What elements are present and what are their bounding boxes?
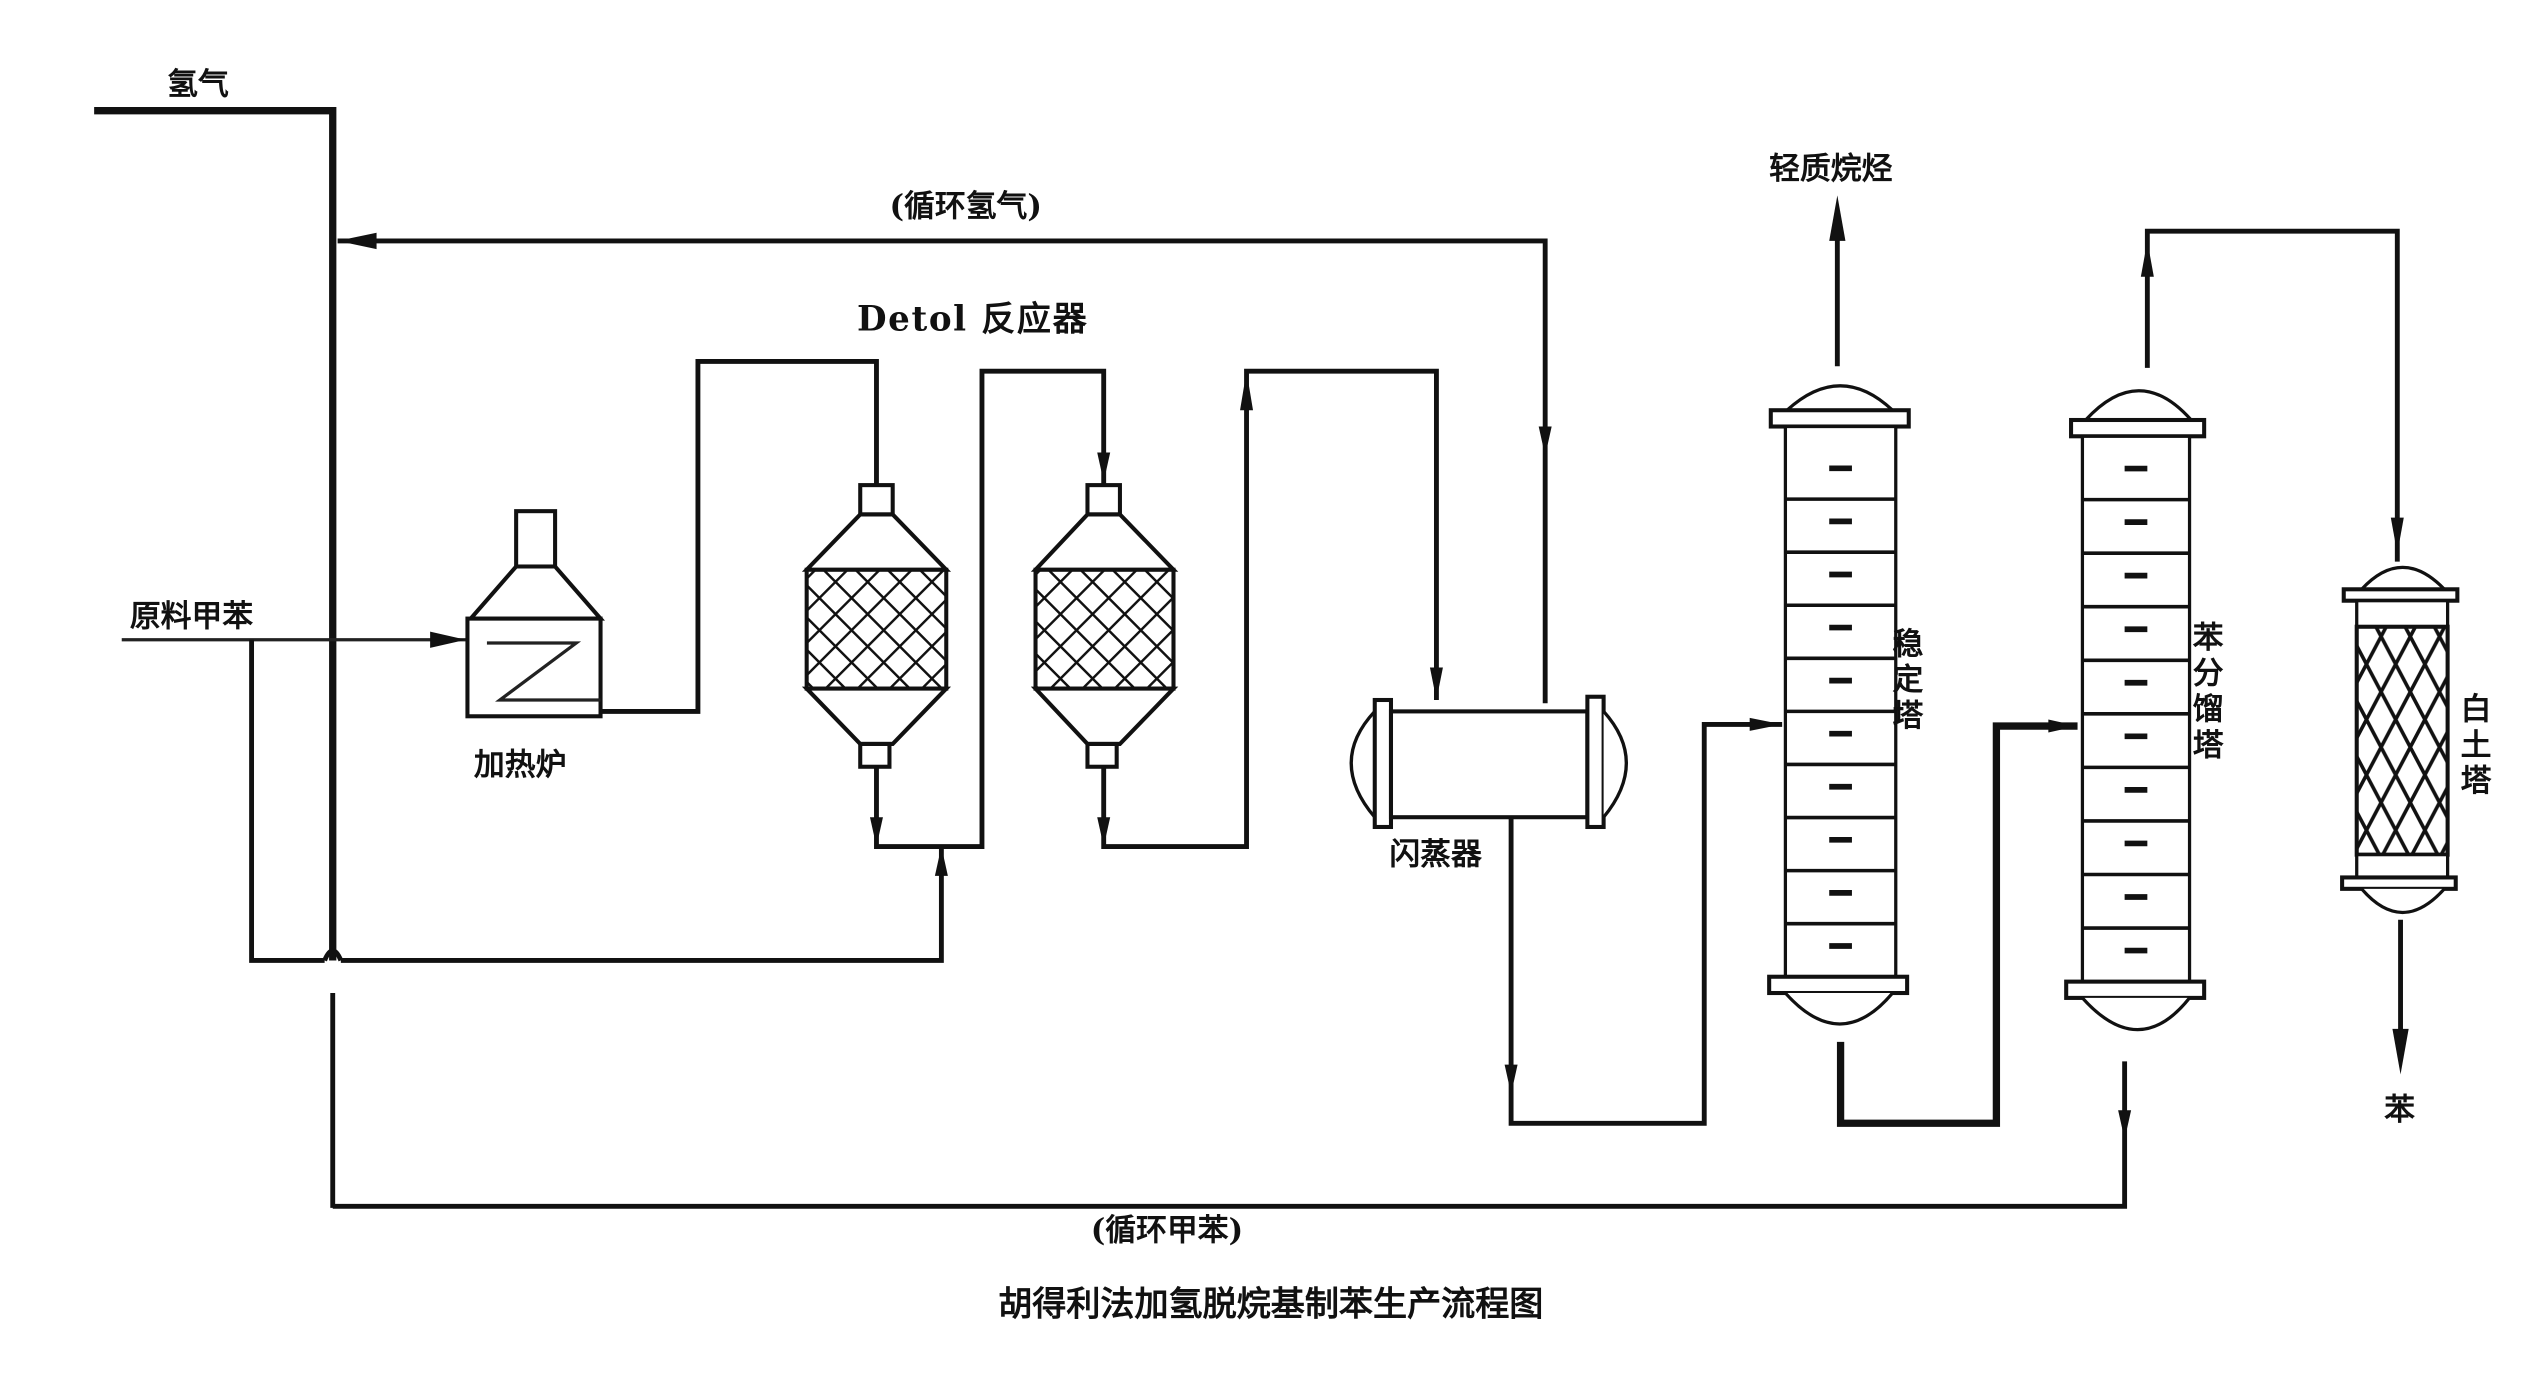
reactor-1 bbox=[801, 483, 952, 769]
arrow-icon bbox=[869, 817, 883, 847]
svg-text:塔: 塔 bbox=[2461, 763, 2492, 799]
benzene-product-label: 苯 bbox=[2384, 1092, 2415, 1128]
toluene-feed-label: 原料甲苯 bbox=[130, 599, 253, 635]
arrow-icon bbox=[1240, 371, 1254, 411]
hydrogen-feed-line bbox=[94, 107, 337, 1208]
arrow-icon bbox=[2140, 240, 2154, 277]
arrow-icon bbox=[934, 846, 948, 876]
arrow-icon bbox=[2118, 1110, 2132, 1140]
benzene-column-label: 苯 分 馏 塔 bbox=[2193, 620, 2224, 763]
stabilizer-bottoms-line bbox=[1836, 722, 2078, 1127]
recycle-toluene-label: (循环甲苯) bbox=[1091, 1212, 1243, 1248]
flash-drum-label: 闪蒸器 bbox=[1389, 836, 1483, 872]
arrow-icon bbox=[2048, 719, 2078, 733]
furnace bbox=[465, 509, 606, 719]
recycle-toluene-line bbox=[332, 1061, 2128, 1209]
stabilizer-label: 稳 定 塔 bbox=[1893, 626, 1924, 734]
arrow-icon bbox=[1097, 817, 1111, 847]
benzene-column bbox=[2064, 389, 2207, 1032]
furnace-outlet-line bbox=[600, 358, 879, 714]
arrow-icon bbox=[1097, 452, 1111, 482]
recycle-hydrogen-line bbox=[337, 232, 1552, 704]
arrow-icon bbox=[2390, 517, 2404, 554]
reactor-group-label: Detol 反应器 bbox=[857, 299, 1088, 339]
diagram-title: 胡得利法加氢脱烷基制苯生产流程图 bbox=[998, 1284, 1543, 1324]
clay-tower bbox=[2340, 565, 2460, 914]
svg-text:塔: 塔 bbox=[2193, 727, 2224, 763]
svg-text:白: 白 bbox=[2461, 691, 2492, 727]
hydrogen-feed-label: 氢气 bbox=[167, 66, 229, 102]
toluene-feed-line bbox=[121, 631, 948, 963]
light-paraffins-label: 轻质烷烃 bbox=[1769, 151, 1892, 187]
arrow-icon bbox=[2392, 1028, 2409, 1075]
flash-drum bbox=[1349, 694, 1628, 830]
svg-text:稳: 稳 bbox=[1893, 626, 1924, 662]
arrow-icon bbox=[1749, 717, 1783, 731]
arrow-icon bbox=[1829, 195, 1846, 241]
svg-text:土: 土 bbox=[2461, 727, 2492, 763]
svg-text:馏: 馏 bbox=[2193, 691, 2224, 727]
svg-text:苯: 苯 bbox=[2193, 620, 2224, 656]
recycle-hydrogen-label: (循环氢气) bbox=[889, 188, 1041, 224]
arrow-icon bbox=[1429, 667, 1443, 700]
furnace-label: 加热炉 bbox=[474, 747, 566, 783]
arrow-icon bbox=[1504, 1064, 1518, 1094]
stabilizer-column bbox=[1767, 384, 1911, 1026]
benzene-overhead-line bbox=[2144, 228, 2400, 562]
arrow-icon bbox=[337, 232, 377, 250]
arrow-icon bbox=[430, 631, 466, 648]
arrow-icon bbox=[1538, 426, 1552, 456]
svg-text:塔: 塔 bbox=[1893, 698, 1924, 734]
svg-text:定: 定 bbox=[1893, 662, 1924, 698]
flash-liquid-line bbox=[1508, 721, 1783, 1126]
svg-text:分: 分 bbox=[2193, 656, 2224, 692]
clay-tower-label: 白 土 塔 bbox=[2461, 691, 2492, 799]
reactor-2 bbox=[1030, 483, 1179, 769]
